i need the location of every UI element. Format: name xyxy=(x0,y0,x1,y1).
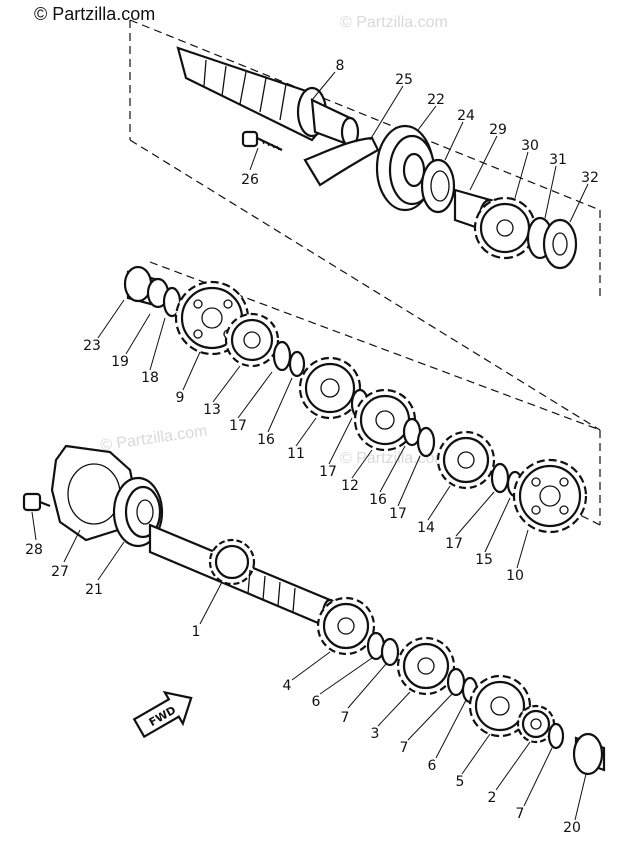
label-part-12: 12 xyxy=(341,478,359,494)
washer-17c xyxy=(416,426,436,458)
label-part-9: 9 xyxy=(176,390,185,406)
gear-14 xyxy=(436,430,496,490)
main-shaft-1 xyxy=(148,523,339,630)
watermark-ghost: © Partzilla.com xyxy=(340,14,448,31)
label-part-29: 29 xyxy=(489,122,507,138)
seal-24 xyxy=(420,158,456,214)
label-part-14: 14 xyxy=(417,520,435,536)
label-part-2: 2 xyxy=(488,790,497,806)
output-shaft-8 xyxy=(176,46,360,148)
label-part-1: 1 xyxy=(192,624,201,640)
label-part-20: 20 xyxy=(563,820,581,836)
label-part-32: 32 xyxy=(581,170,599,186)
label-part-4: 4 xyxy=(283,678,292,694)
label-part-17a: 17 xyxy=(229,418,247,434)
washer-7c xyxy=(547,722,565,750)
gear-12 xyxy=(353,388,417,452)
label-part-17b: 17 xyxy=(319,464,337,480)
label-part-6a: 6 xyxy=(312,694,321,710)
leader-lines xyxy=(31,71,589,821)
label-part-23: 23 xyxy=(83,338,101,354)
nut-32 xyxy=(542,218,578,270)
washer-7b xyxy=(446,667,466,697)
label-part-22: 22 xyxy=(427,92,445,108)
label-part-7a: 7 xyxy=(341,710,350,726)
label-part-13: 13 xyxy=(203,402,221,418)
label-part-8: 8 xyxy=(336,58,345,74)
label-part-3: 3 xyxy=(371,726,380,742)
label-part-7c: 7 xyxy=(516,806,525,822)
bolt-28 xyxy=(22,492,51,512)
gear-13 xyxy=(224,312,280,368)
watermark-partzilla: © Partzilla.com xyxy=(34,4,156,24)
label-part-30: 30 xyxy=(521,138,539,154)
label-part-15: 15 xyxy=(475,552,493,568)
label-part-16a: 16 xyxy=(257,432,275,448)
washer-17d xyxy=(490,462,510,494)
gear-11 xyxy=(298,356,362,420)
gear-10 xyxy=(512,458,588,534)
label-part-26: 26 xyxy=(241,172,259,188)
dashed-frame xyxy=(129,19,601,526)
bearing-23 xyxy=(123,265,170,309)
label-part-10: 10 xyxy=(506,568,524,584)
washer-7a xyxy=(380,637,400,667)
label-part-25: 25 xyxy=(395,72,413,88)
label-part-6b: 6 xyxy=(428,758,437,774)
label-part-27: 27 xyxy=(51,564,69,580)
label-part-31: 31 xyxy=(549,152,567,168)
label-part-24: 24 xyxy=(457,108,475,124)
label-part-17c: 17 xyxy=(389,506,407,522)
sprocket-30 xyxy=(473,196,537,260)
part-number-labels: 8 25 22 24 29 30 31 32 26 23 19 18 9 13 … xyxy=(25,58,599,836)
label-part-18: 18 xyxy=(141,370,159,386)
gear-3 xyxy=(396,636,456,696)
forward-direction-icon: FWD xyxy=(132,690,193,739)
label-part-19: 19 xyxy=(111,354,129,370)
gear-4 xyxy=(316,596,376,656)
gear-5 xyxy=(468,674,532,738)
label-part-11: 11 xyxy=(287,446,305,462)
label-part-21: 21 xyxy=(85,582,103,598)
label-part-7b: 7 xyxy=(400,740,409,756)
bracket-25 xyxy=(303,136,380,187)
label-part-5: 5 xyxy=(456,774,465,790)
needle-bearing-20 xyxy=(572,732,606,776)
gear-2 xyxy=(516,704,556,744)
label-part-28: 28 xyxy=(25,542,43,558)
circlip-16a xyxy=(288,350,306,378)
bolt-26 xyxy=(241,130,283,151)
label-part-17d: 17 xyxy=(445,536,463,552)
washer-17a xyxy=(272,340,292,372)
label-part-16b: 16 xyxy=(369,492,387,508)
